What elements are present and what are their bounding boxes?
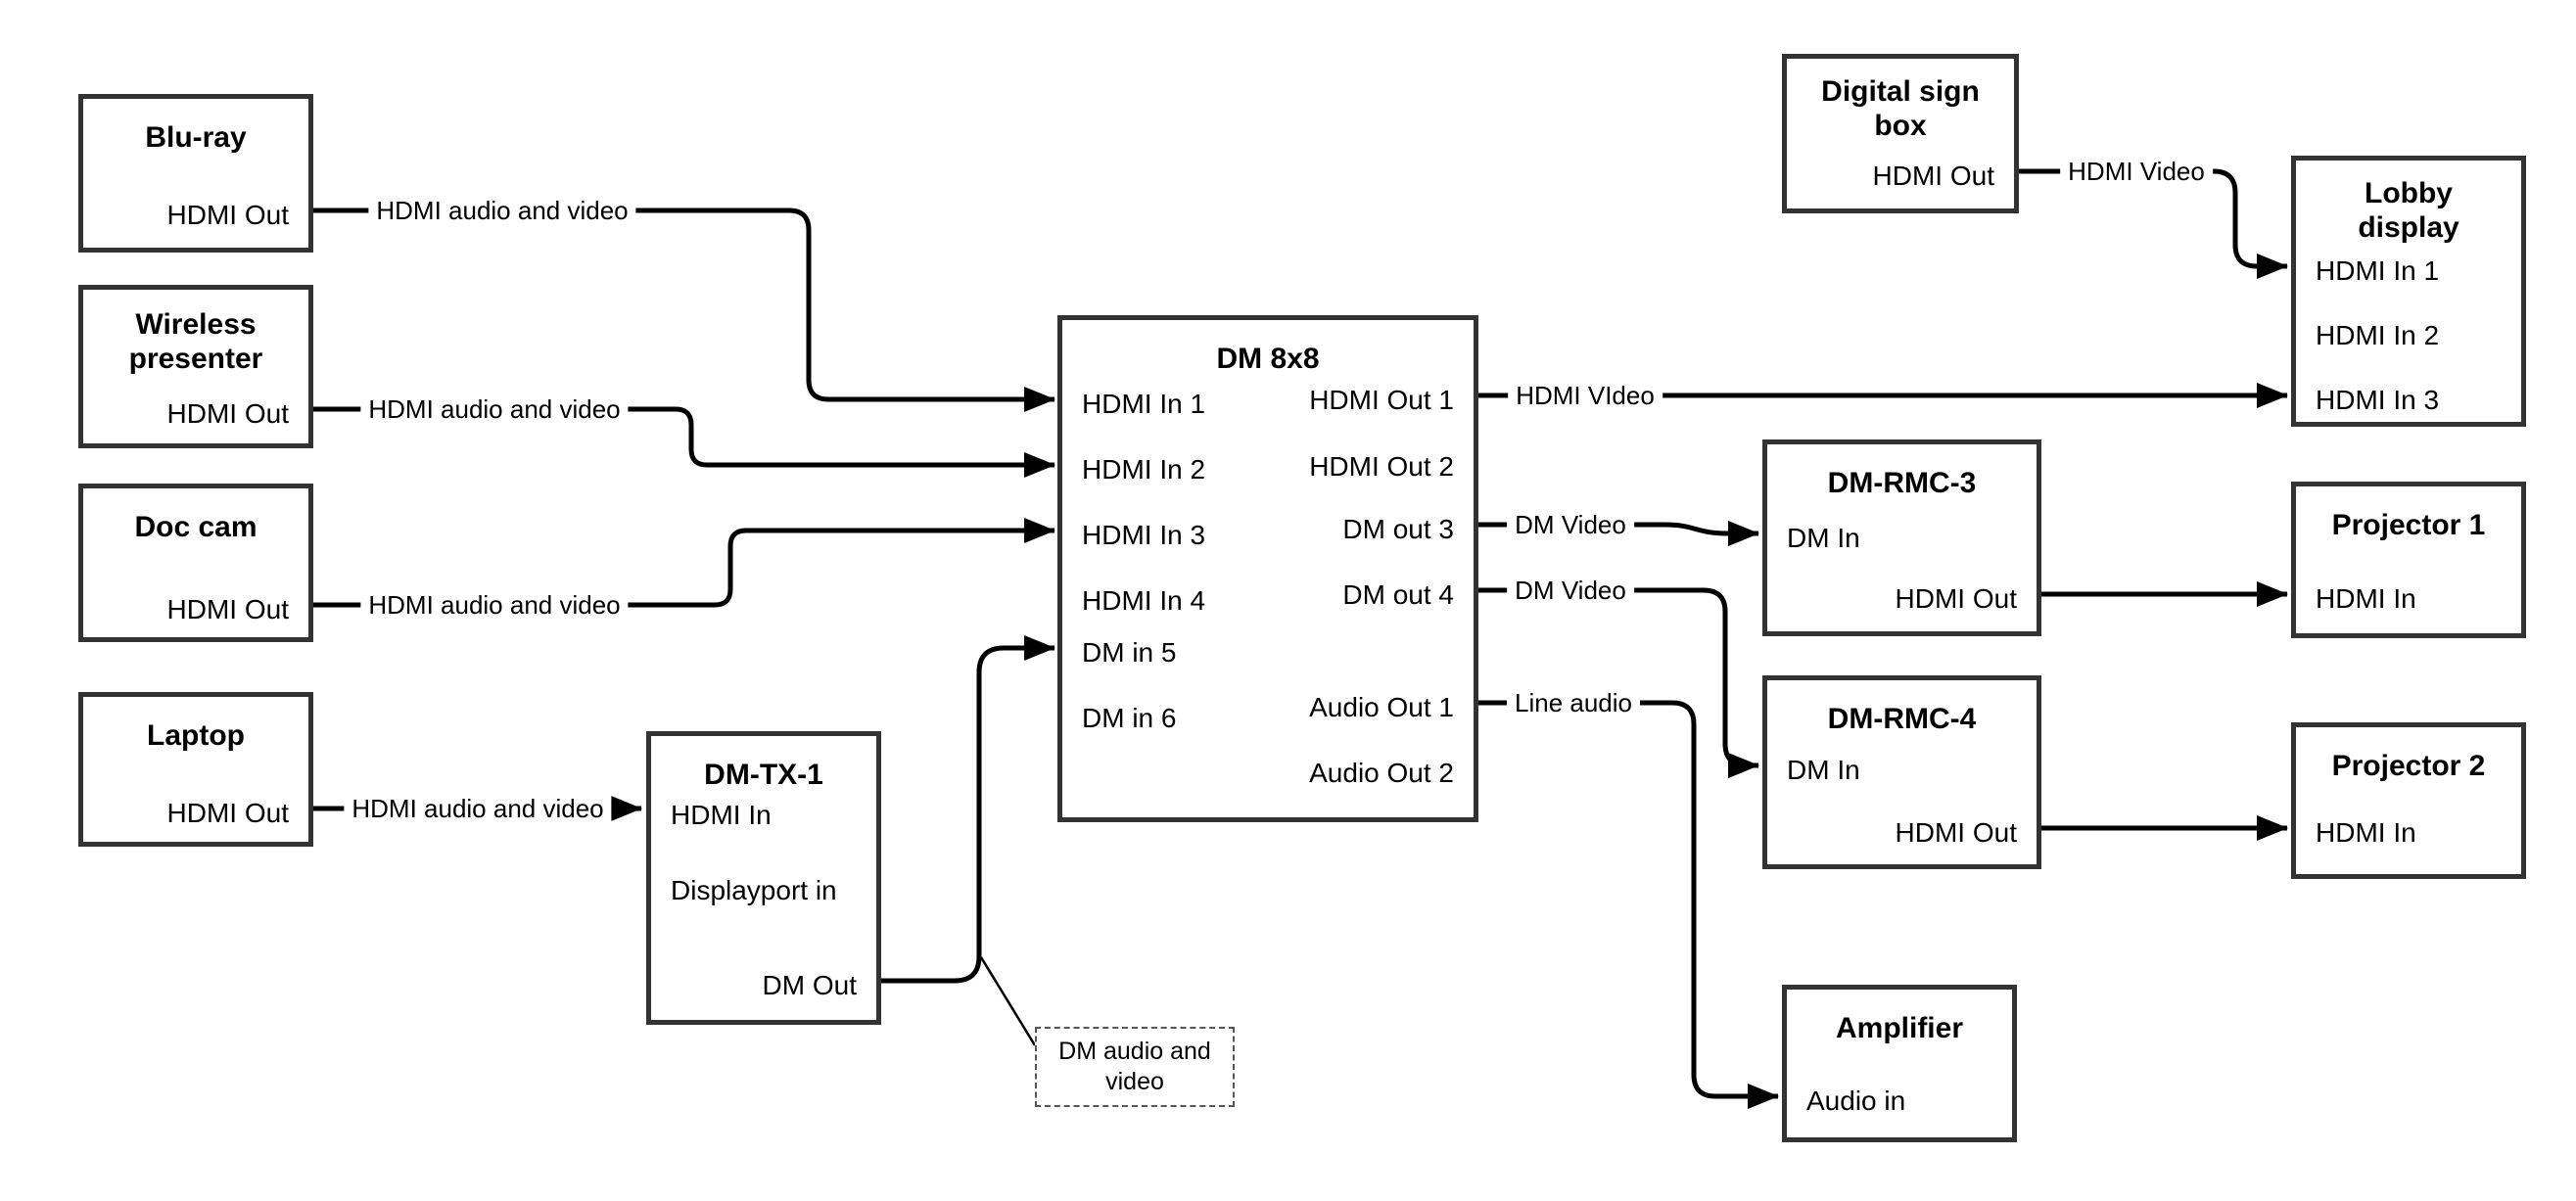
node-title: Lobby display (2358, 177, 2459, 245)
node-lobby-display: Lobby display HDMI In 1 HDMI In 2 HDMI I… (2291, 156, 2526, 427)
node-title: Amplifier (1835, 1012, 1964, 1044)
node-doc-cam: Doc cam HDMI Out (78, 484, 313, 642)
node-projector-1: Projector 1 HDMI In (2291, 482, 2526, 638)
node-laptop: Laptop HDMI Out (78, 692, 313, 847)
wire-label-laptop-feed: HDMI audio and video (344, 794, 612, 823)
node-dm-rmc-3: DM-RMC-3 DM In HDMI Out (1762, 439, 2041, 636)
node-amplifier: Amplifier Audio in (1782, 985, 2017, 1142)
wire-label-hdmi-video-sign: HDMI Video (2060, 157, 2213, 186)
node-title: Laptop (147, 719, 245, 752)
port-audio-in: Audio in (1806, 1086, 1906, 1116)
node-dm-tx-1: DM-TX-1 HDMI In Displayport in DM Out (646, 731, 881, 1025)
node-title: Blu-ray (145, 121, 247, 154)
node-title: DM 8x8 (1216, 343, 1320, 375)
node-title: DM-RMC-3 (1827, 467, 1977, 499)
port-hdmi-in: HDMI In (2316, 817, 2416, 848)
port-hdmi-in-4: HDMI In 4 (1082, 585, 1206, 616)
port-dm-in-6: DM in 6 (1082, 703, 1177, 733)
wire-dm8x8-audio1-to-amplifier (1478, 700, 1779, 1109)
port-hdmi-out: HDMI Out (166, 798, 289, 828)
port-dm-in-5: DM in 5 (1082, 637, 1177, 668)
node-bluray: Blu-ray HDMI Out (78, 94, 313, 253)
wire-doccam-to-dm8x8-in3 (313, 518, 1055, 608)
port-hdmi-in-1: HDMI In 1 (2316, 255, 2440, 286)
port-dm-in: DM In (1787, 755, 1860, 785)
note-callout-line (979, 956, 1037, 1046)
node-title: Projector 1 (2331, 509, 2486, 541)
port-hdmi-in: HDMI In (671, 800, 772, 830)
port-hdmi-out: HDMI Out (1895, 583, 2017, 614)
port-hdmi-out: HDMI Out (1872, 161, 1994, 191)
node-title: DM-TX-1 (704, 759, 823, 791)
port-hdmi-in-3: HDMI In 3 (1082, 520, 1206, 550)
port-displayport-in: Displayport in (671, 875, 837, 905)
node-digital-sign-box: Digital sign box HDMI Out (1782, 54, 2019, 213)
node-title: Projector 2 (2331, 750, 2486, 782)
port-dm-out-4: DM out 4 (1342, 579, 1454, 610)
node-title: DM-RMC-4 (1827, 703, 1977, 735)
wire-wireless-to-dm8x8-in2 (313, 406, 1055, 478)
wire-digitalsign-to-lobby-in1 (2019, 168, 2288, 279)
port-hdmi-out-2: HDMI Out 2 (1309, 451, 1454, 482)
wire-dm8x8-out4-to-dmrmc4 (1478, 587, 1759, 778)
port-dm-out: DM Out (762, 970, 857, 1000)
node-dm-8x8: DM 8x8 HDMI In 1 HDMI In 2 HDMI In 3 HDM… (1057, 315, 1478, 822)
port-hdmi-out: HDMI Out (1895, 817, 2017, 848)
port-dm-out-3: DM out 3 (1342, 514, 1454, 544)
wire-bluray-to-dm8x8-in1 (313, 208, 1055, 412)
port-audio-out-1: Audio Out 1 (1309, 692, 1454, 722)
port-hdmi-in-2: HDMI In 2 (2316, 320, 2440, 350)
wire-dmtx1-to-dm8x8-in5 (881, 635, 1055, 984)
node-title: Doc cam (134, 511, 258, 543)
wire-label-dm-video-out3: DM Video (1507, 510, 1634, 539)
wire-label-bluray-feed: HDMI audio and video (368, 196, 636, 225)
port-hdmi-out: HDMI Out (166, 398, 289, 429)
node-title: Digital sign box (1821, 75, 1980, 143)
node-projector-2: Projector 2 HDMI In (2291, 722, 2526, 879)
node-wireless-presenter: Wireless presenter HDMI Out (78, 285, 313, 448)
port-hdmi-in-3: HDMI In 3 (2316, 385, 2440, 415)
node-dm-rmc-4: DM-RMC-4 DM In HDMI Out (1762, 675, 2041, 869)
wire-dm8x8-out3-to-dmrmc3 (1478, 521, 1759, 546)
wire-label-wireless-feed: HDMI audio and video (360, 394, 629, 424)
port-hdmi-in: HDMI In (2316, 583, 2416, 614)
wire-label-hdmi-video-out1: HDMI VIdeo (1508, 381, 1663, 410)
note-dm-audio-and-video: DM audio and video (1035, 1027, 1235, 1107)
port-hdmi-out: HDMI Out (166, 594, 289, 624)
port-hdmi-in-1: HDMI In 1 (1082, 389, 1206, 419)
wire-label-doccam-feed: HDMI audio and video (360, 590, 629, 620)
port-hdmi-in-2: HDMI In 2 (1082, 454, 1206, 485)
wire-label-line-audio: Line audio (1507, 688, 1640, 717)
node-title: Wireless presenter (128, 308, 263, 376)
port-dm-in: DM In (1787, 523, 1860, 553)
port-hdmi-out-1: HDMI Out 1 (1309, 385, 1454, 415)
port-hdmi-out: HDMI Out (166, 200, 289, 230)
port-audio-out-2: Audio Out 2 (1309, 758, 1454, 788)
wire-label-dm-video-out4: DM Video (1507, 576, 1634, 605)
